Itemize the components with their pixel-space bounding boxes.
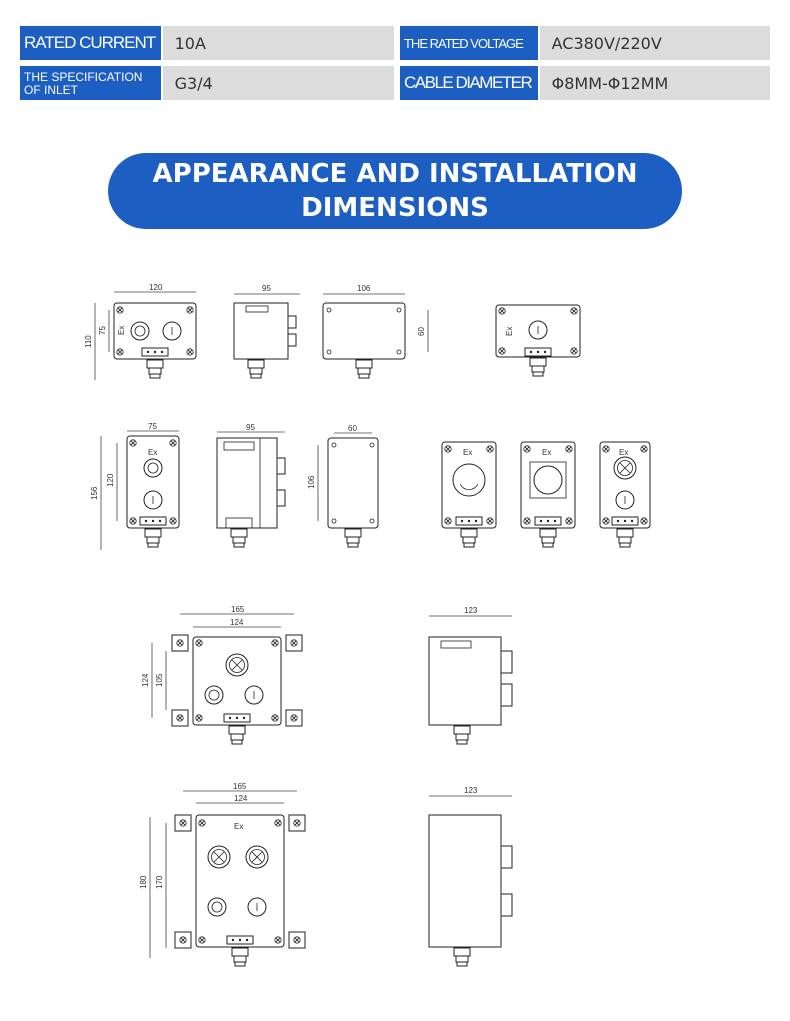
row1-width-120: 120 (149, 283, 163, 292)
row2-rear-view: 60 106 (307, 424, 379, 548)
rated-voltage-value: AC380V/220V (539, 26, 770, 60)
row1-height-110: 110 (84, 335, 93, 348)
inlet-spec-label: THE SPECIFICATION OF INLET (20, 66, 161, 100)
row2-large-button-box: Ex (520, 441, 576, 548)
rated-voltage-label: THE RATED VOLTAGE (399, 26, 538, 60)
row2-lamp-button-box: Ex (599, 441, 651, 548)
rated-current-value: 10A (162, 26, 394, 60)
row1-width-106: 106 (357, 284, 371, 293)
row2-height-156: 156 (90, 486, 99, 500)
row3-height-105: 105 (155, 673, 164, 687)
row1-side-view: 95 (233, 284, 300, 379)
spec-table: RATED CURRENT 10A THE RATED VOLTAGE AC38… (20, 26, 770, 106)
ex-mark: Ex (619, 448, 628, 457)
row4-height-170: 170 (155, 875, 164, 889)
row4-width-165: 165 (233, 782, 247, 791)
ex-mark: Ex (505, 327, 514, 336)
ex-mark: Ex (234, 822, 243, 831)
row3-height-124: 124 (141, 673, 150, 687)
rated-current-label: RATED CURRENT (20, 26, 161, 60)
row4-side-view: 123 (428, 786, 513, 967)
row2-front-view: Ex 75 120 156 (90, 422, 180, 550)
spec-row-1: RATED CURRENT 10A THE RATED VOLTAGE AC38… (20, 26, 770, 60)
row2-width-95: 95 (246, 423, 255, 432)
row1-front-view: Ex 120 75 110 (84, 283, 197, 380)
section-title-line1: APPEARANCE AND INSTALLATION (152, 159, 638, 189)
row3-front-view: 165 124 124 105 (141, 605, 302, 745)
section-title-line2: DIMENSIONS (301, 193, 489, 223)
row2-height-106: 106 (307, 475, 316, 489)
row2-width-75: 75 (148, 422, 157, 431)
row1-rear-view: 106 60 (322, 284, 429, 379)
row1-height-60: 60 (417, 327, 426, 336)
spec-row-2: THE SPECIFICATION OF INLET G3/4 CABLE DI… (20, 66, 770, 100)
ex-mark: Ex (463, 448, 472, 457)
row2-mushroom-box: Ex (441, 441, 497, 548)
row4-width-123: 123 (464, 786, 478, 795)
row2-side-view: 95 (216, 423, 286, 548)
ex-mark: Ex (148, 448, 157, 457)
cable-diameter-value: Φ8MM-Φ12MM (539, 66, 770, 100)
row4-front-view: Ex 165 124 180 170 (139, 782, 305, 967)
row3-width-123: 123 (464, 606, 478, 615)
row1-width-95: 95 (262, 284, 271, 293)
cable-diameter-label: CABLE DIAMETER (399, 66, 538, 100)
row1-height-75: 75 (98, 326, 107, 335)
row4-height-180: 180 (139, 875, 148, 889)
ex-mark: Ex (117, 326, 126, 335)
row2-width-60: 60 (348, 424, 357, 433)
row1-single-button-box: Ex (495, 304, 581, 377)
row4-width-124: 124 (234, 794, 248, 803)
ex-mark: Ex (542, 448, 551, 457)
row3-width-124: 124 (230, 618, 244, 627)
row2-height-120: 120 (106, 473, 115, 487)
row3-side-view: 123 (428, 606, 513, 745)
section-title-banner: APPEARANCE AND INSTALLATION DIMENSIONS (108, 153, 682, 229)
row3-width-165: 165 (231, 605, 245, 614)
inlet-spec-value: G3/4 (162, 66, 394, 100)
